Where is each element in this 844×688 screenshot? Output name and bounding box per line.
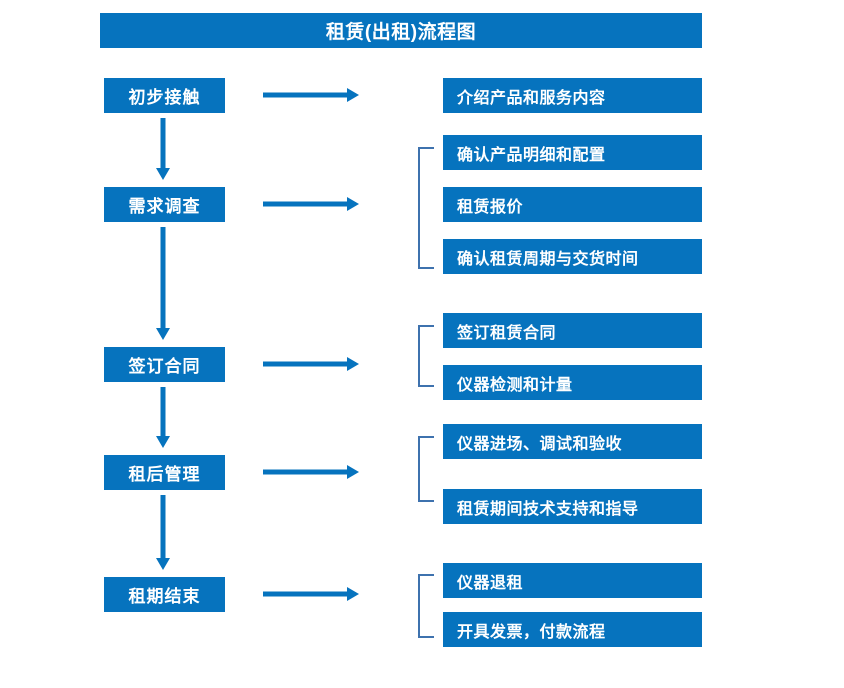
group-bracket (418, 147, 434, 269)
group-bracket (418, 325, 434, 387)
arrow-right-icon (263, 197, 359, 211)
detail-box: 租赁期间技术支持和指导 (443, 489, 702, 524)
stage-box: 签订合同 (104, 347, 225, 382)
detail-box: 仪器退租 (443, 563, 702, 598)
detail-box: 租赁报价 (443, 187, 702, 222)
stage-box: 租后管理 (104, 455, 225, 490)
arrow-down-icon (156, 227, 170, 340)
group-bracket (418, 574, 434, 638)
group-bracket (418, 436, 434, 502)
detail-box: 仪器检测和计量 (443, 365, 702, 400)
detail-box: 确认租赁周期与交货时间 (443, 239, 702, 274)
detail-box: 介绍产品和服务内容 (443, 78, 702, 113)
detail-box: 确认产品明细和配置 (443, 135, 702, 170)
arrow-right-icon (263, 465, 359, 479)
arrow-right-icon (263, 357, 359, 371)
chart-title: 租赁(出租)流程图 (100, 13, 702, 48)
detail-box: 仪器进场、调试和验收 (443, 424, 702, 459)
detail-box: 签订租赁合同 (443, 313, 702, 348)
detail-box: 开具发票，付款流程 (443, 612, 702, 647)
stage-box: 租期结束 (104, 577, 225, 612)
arrow-down-icon (156, 118, 170, 180)
arrow-right-icon (263, 88, 359, 102)
stage-box: 需求调查 (104, 187, 225, 222)
stage-box: 初步接触 (104, 78, 225, 113)
arrow-right-icon (263, 587, 359, 601)
arrow-down-icon (156, 387, 170, 448)
arrow-down-icon (156, 495, 170, 570)
